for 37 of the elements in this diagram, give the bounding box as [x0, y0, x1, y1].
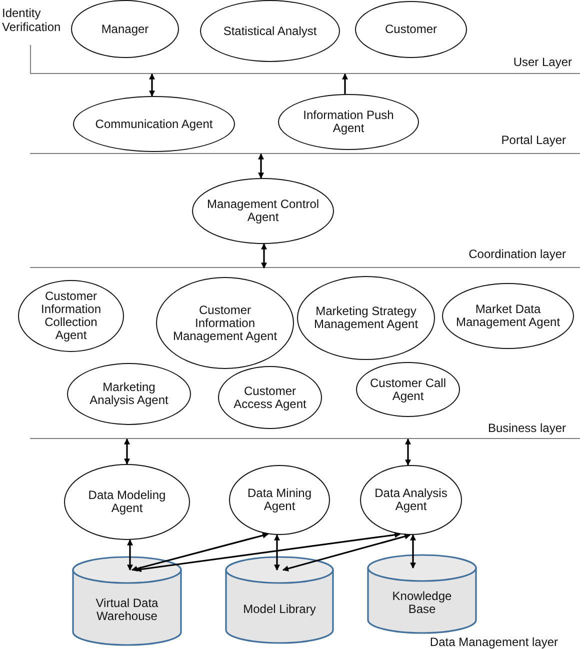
arrow [274, 534, 280, 571]
arrow [135, 532, 401, 572]
arrow [342, 73, 348, 94]
arrow [282, 534, 411, 572]
node-label: Data Modeling Agent [87, 489, 167, 515]
node-label: Manager [101, 22, 149, 36]
node-label: Virtual Data Warehouse [94, 597, 160, 623]
node-label: Communication Agent [95, 118, 213, 130]
node-label: Information Push Agent [302, 109, 395, 135]
layer-label: Coordination layer [468, 248, 566, 261]
node-label: Customer Call Agent [369, 376, 447, 402]
arrow [149, 73, 155, 97]
node-label: Statistical Analyst [223, 24, 317, 38]
arrow [410, 534, 416, 569]
node-label: Data Mining Agent [246, 487, 313, 513]
node-label: Data Analysis Agent [374, 487, 448, 513]
arrow [261, 243, 267, 269]
layer-label: Portal Layer [501, 134, 566, 147]
note-text: Identity Verification [2, 6, 62, 34]
node-label: Customer Access Agent [232, 384, 308, 410]
arrow [127, 539, 133, 571]
node-label: Customer Information Collection Agent [40, 290, 102, 342]
node-label: Market Data Management Agent [455, 303, 561, 329]
arrow [131, 532, 269, 572]
arrow [405, 438, 411, 466]
node-label: Management Control Agent [206, 198, 320, 224]
layer-label: Data Management layer [430, 636, 558, 649]
layer-label: User Layer [513, 56, 572, 69]
arrow [124, 438, 130, 465]
layer-label: Business layer [488, 422, 566, 435]
node-label: Customer [384, 23, 437, 36]
node-label: Model Library [243, 602, 316, 616]
arrow [258, 153, 264, 179]
node-label: Customer Information Management Agent [172, 304, 278, 342]
node-label: Knowledge Base [391, 590, 453, 616]
node-label: Marketing Strategy Management Agent [312, 305, 420, 331]
node-label: Marketing Analysis Agent [88, 381, 170, 407]
